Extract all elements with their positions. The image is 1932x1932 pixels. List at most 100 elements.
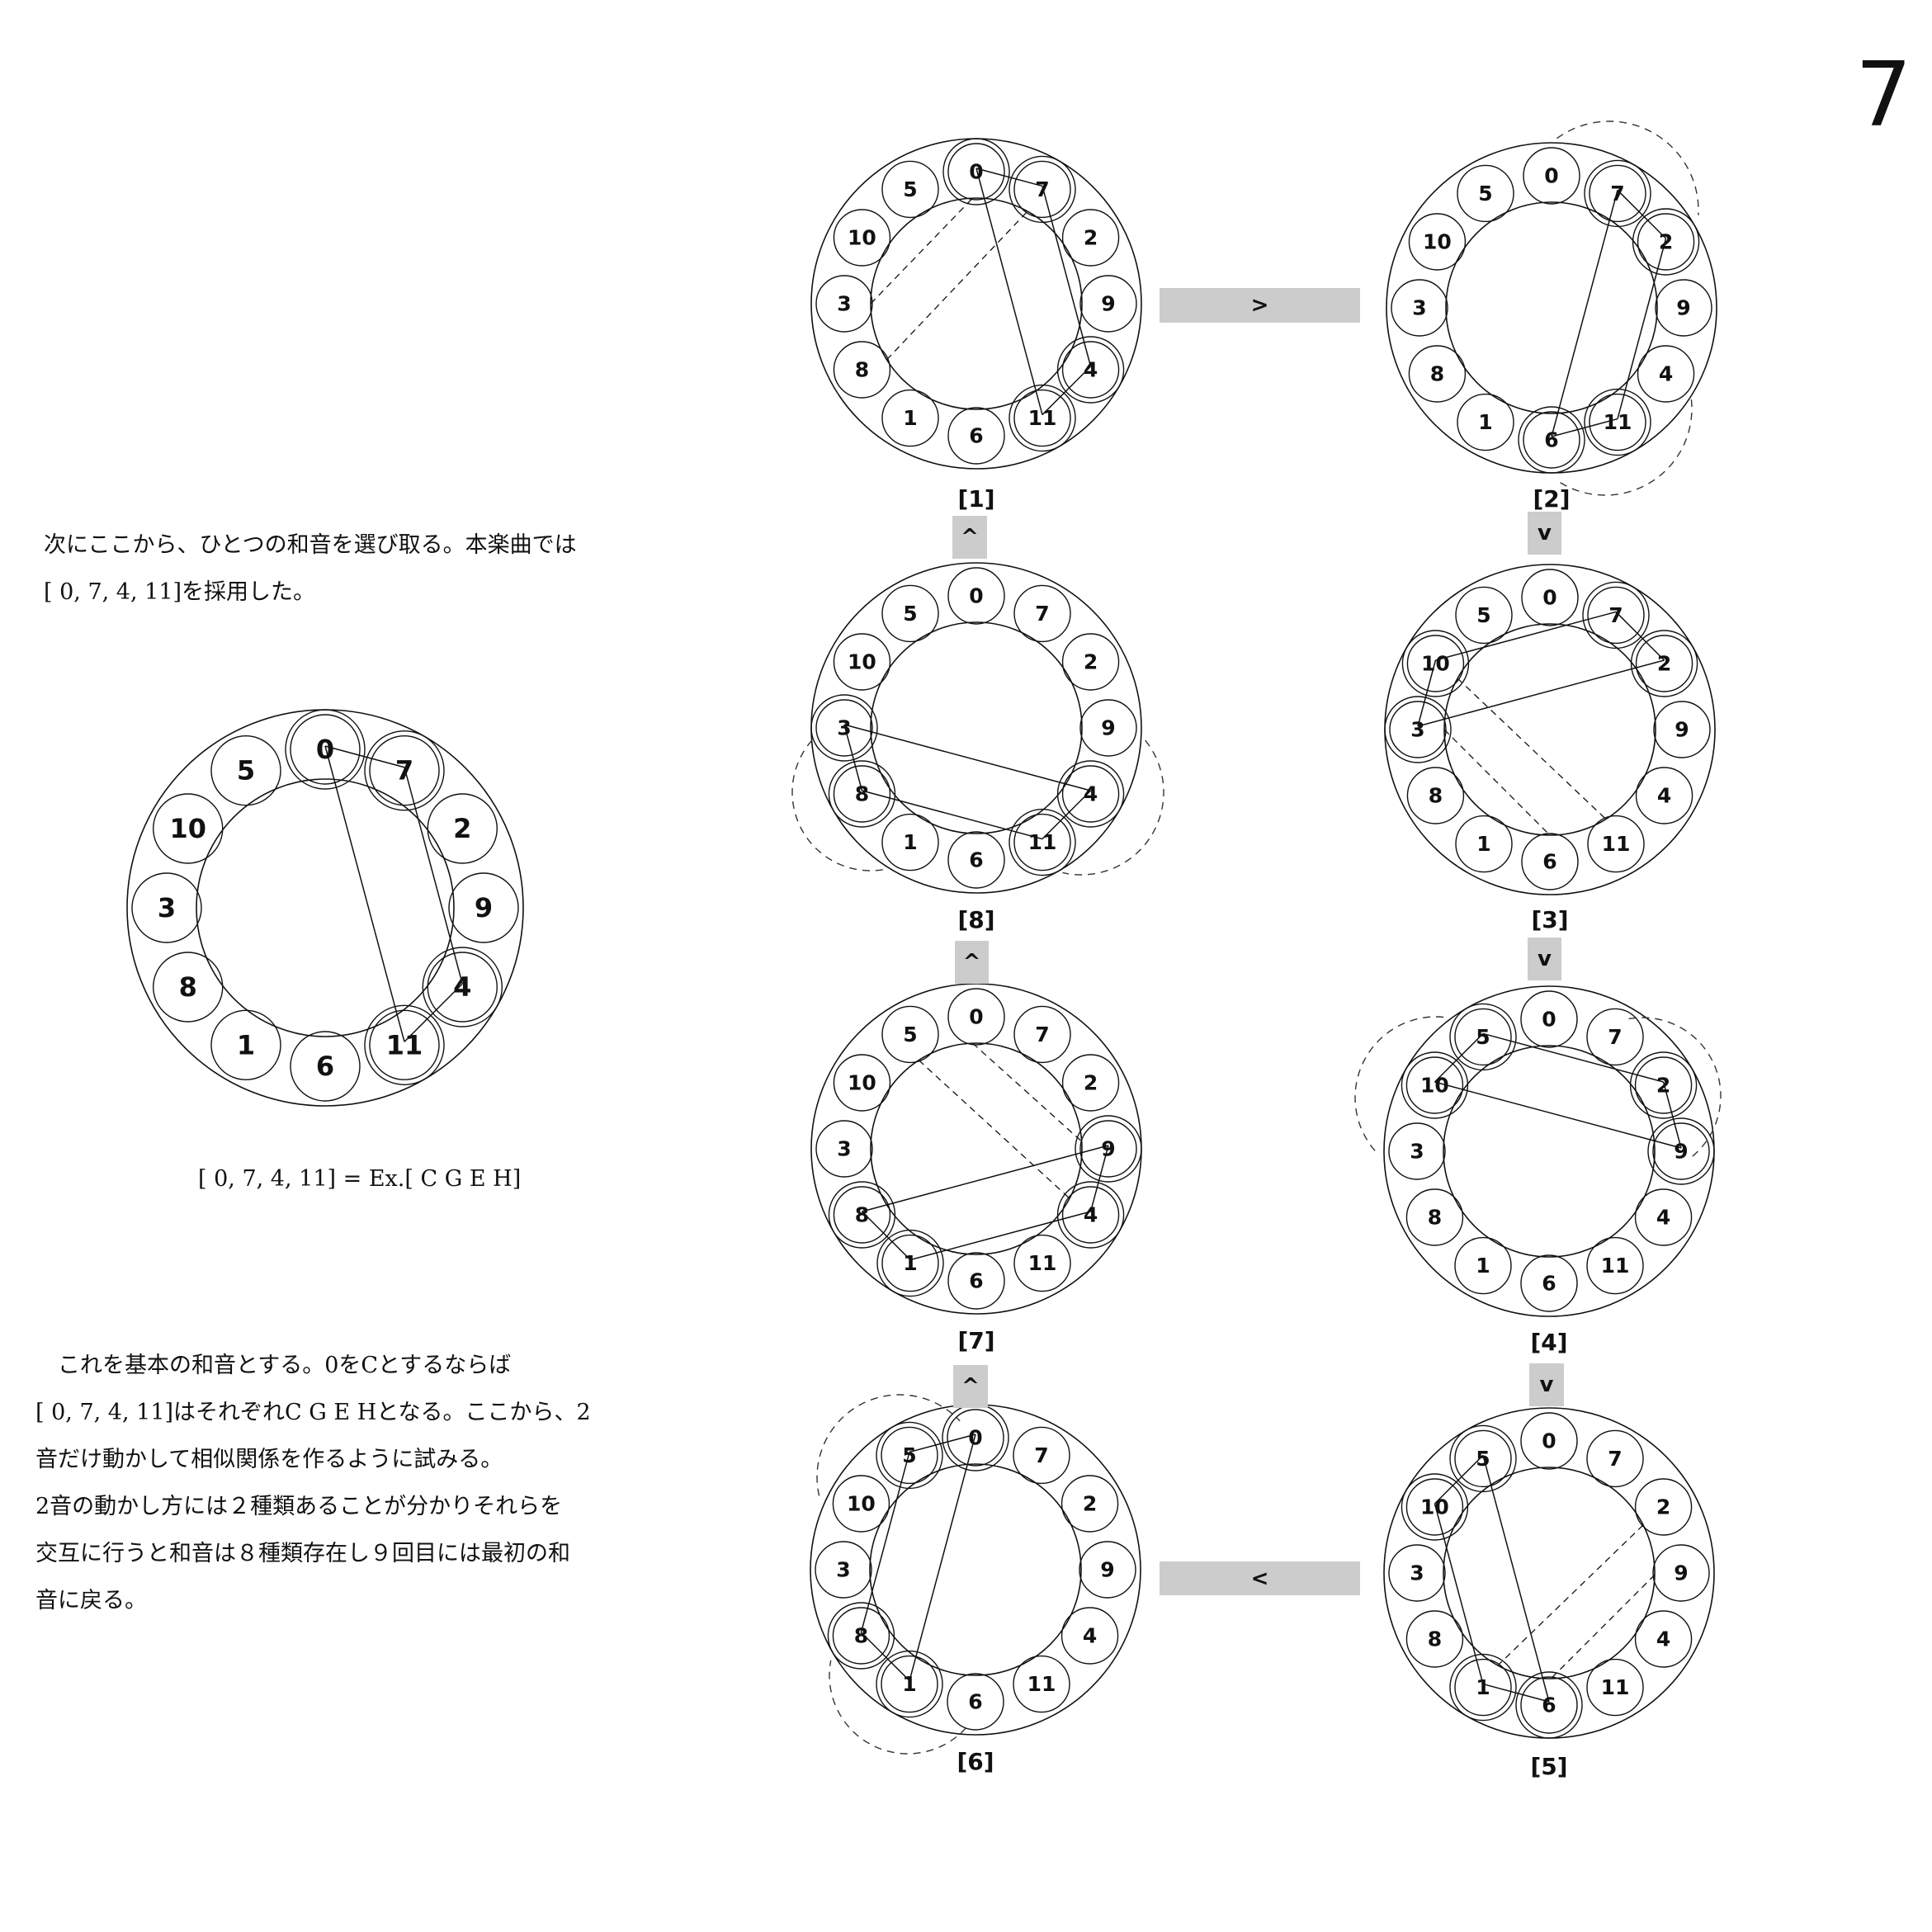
outer-ring [1383, 985, 1715, 1317]
inner-ring [869, 1463, 1082, 1676]
arrow-3-to-4: v [1528, 938, 1561, 980]
diagram-label: [8] [957, 906, 995, 933]
note-circle [1587, 586, 1645, 645]
note-number: 0 [1544, 164, 1558, 188]
note-number: 4 [1084, 1203, 1098, 1227]
note-number: 2 [1659, 230, 1673, 254]
note-circle [833, 1054, 891, 1112]
note-number: 6 [1544, 428, 1558, 452]
chord-line [860, 1452, 910, 1633]
note-circle [1520, 990, 1578, 1048]
note-circle [1652, 1122, 1710, 1180]
chord-line [862, 790, 1043, 840]
note-number: 3 [837, 292, 851, 316]
note-number: 1 [1478, 410, 1492, 434]
note-number: 11 [1601, 1254, 1630, 1278]
dashed-arc [1555, 399, 1693, 496]
note-number: 3 [836, 1558, 850, 1582]
note-number: 1 [902, 1672, 916, 1696]
note-circle [1405, 1188, 1464, 1246]
note-circle [1523, 147, 1580, 205]
note-number: 5 [237, 755, 255, 786]
outer-ring [810, 562, 1142, 894]
note-number: 7 [1034, 1443, 1048, 1467]
note-circle [290, 1031, 361, 1102]
note-number: 4 [1657, 784, 1671, 808]
note-circle [1521, 569, 1579, 626]
highlight-ring [1056, 760, 1125, 828]
inner-ring [1443, 623, 1656, 836]
chord-line [1617, 238, 1667, 419]
note-circle [881, 1005, 939, 1064]
note-circle [1405, 1056, 1464, 1114]
dashed-arc [1556, 120, 1699, 215]
note-number: 2 [453, 813, 471, 844]
note-number: 2 [1657, 652, 1671, 676]
note-circle [1589, 164, 1646, 223]
diagram-label: [4] [1530, 1329, 1568, 1356]
note-number: 2 [1084, 1071, 1098, 1095]
note-number: 7 [1035, 602, 1049, 626]
outer-ring [810, 983, 1142, 1315]
note-number: 7 [395, 755, 413, 786]
body-line: [ 0, 7, 4, 11]はそれぞれC G E Hとなる。ここから、2 [35, 1400, 591, 1425]
note-number: 0 [968, 1426, 982, 1450]
note-number: 0 [969, 160, 983, 184]
note-number: 4 [1083, 1624, 1097, 1648]
note-circle [1388, 1544, 1446, 1602]
highlight-ring [828, 760, 896, 828]
highlight-ring [422, 947, 503, 1027]
highlight-ring [1384, 696, 1452, 763]
note-circle [290, 714, 361, 785]
chord-line [1089, 1145, 1109, 1212]
note-number: 6 [316, 1051, 334, 1082]
dashed-chord [1457, 678, 1607, 820]
note-number: 3 [1410, 1561, 1424, 1585]
note-number: 0 [969, 584, 983, 608]
note-circle [1406, 767, 1465, 824]
highlight-ring [810, 694, 878, 762]
highlight-ring [828, 1181, 896, 1249]
highlight-ring [876, 1229, 944, 1297]
note-number: 9 [1101, 716, 1115, 740]
note-circle [1637, 213, 1695, 271]
chord-line [1615, 611, 1665, 661]
note-circle [1060, 1607, 1119, 1665]
note-circle [369, 1009, 440, 1080]
note-circle [815, 699, 873, 757]
note-circle [1635, 635, 1693, 692]
intro-line: 次にここから、ひとつの和音を選び取る。本楽曲では [44, 532, 577, 558]
note-circle [1457, 164, 1514, 223]
highlight-ring [876, 1421, 943, 1490]
note-number: 4 [1084, 782, 1098, 806]
highlight-ring [942, 138, 1010, 205]
arrow-4-to-5: v [1529, 1363, 1564, 1406]
highlight-ring [1518, 406, 1585, 474]
note-circle [815, 1541, 872, 1599]
note-number: 2 [1084, 226, 1098, 250]
note-circle [1079, 1541, 1136, 1599]
note-circle [881, 1426, 938, 1485]
note-circle [1061, 1054, 1120, 1112]
note-number: 0 [969, 1005, 983, 1029]
note-number: 9 [1101, 1137, 1115, 1161]
note-number: 3 [158, 892, 176, 923]
inner-ring [196, 778, 455, 1037]
note-circle [1013, 813, 1071, 872]
note-circle [1653, 701, 1711, 758]
note-number: 4 [1656, 1627, 1670, 1651]
note-circle [427, 793, 498, 864]
note-number: 8 [1429, 784, 1443, 808]
note-circle [815, 275, 873, 333]
note-circle [1061, 1186, 1120, 1244]
note-circle [1013, 1005, 1071, 1064]
note-number: 9 [1675, 718, 1689, 742]
note-number: 1 [903, 406, 917, 430]
chord-line [1434, 1454, 1484, 1505]
dashed-arc [1062, 739, 1164, 876]
body-line: 2音の動かし方には２種類あることが分かりそれらを [35, 1494, 563, 1519]
note-number: 11 [1027, 1672, 1056, 1696]
